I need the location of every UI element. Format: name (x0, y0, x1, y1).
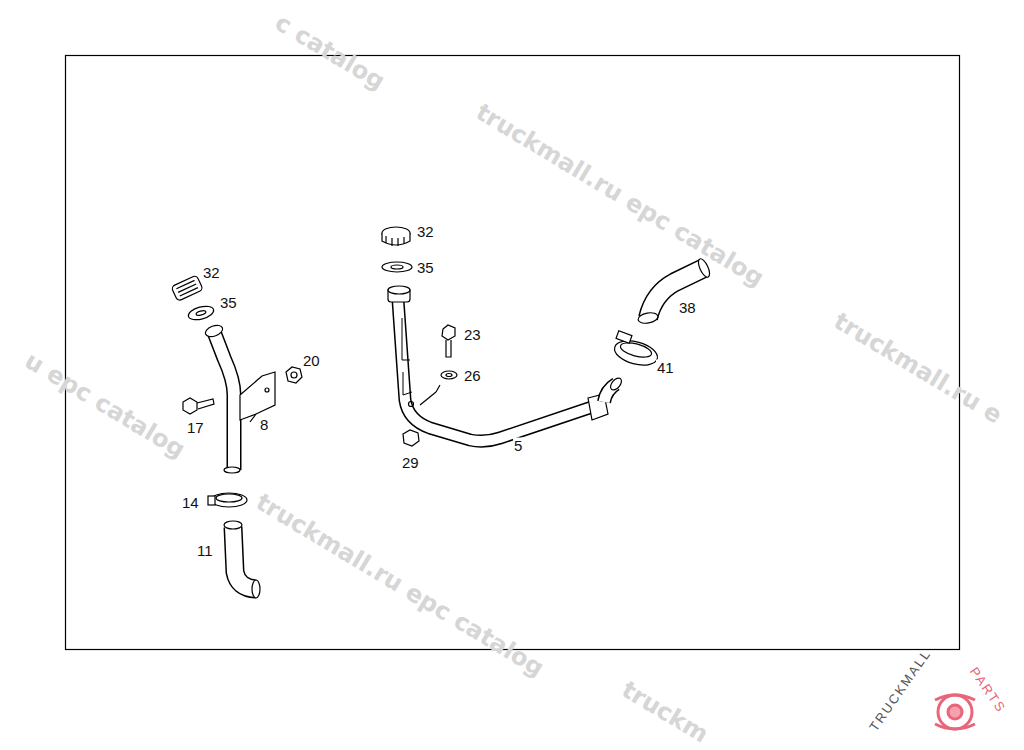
callout-number: 17 (186, 420, 205, 435)
callout-number: 35 (219, 295, 238, 310)
callout-number: 5 (513, 438, 523, 453)
watermark: c catalog (271, 10, 388, 94)
callout-number: 8 (259, 417, 269, 432)
callout-number: 26 (463, 368, 482, 383)
callout-number: 14 (181, 495, 200, 510)
watermark: truckmall.ru e (830, 309, 1006, 428)
callout-number: 41 (656, 360, 675, 375)
watermark: truckmall.ru epc catalog (252, 490, 548, 681)
callout-number: 29 (401, 455, 420, 470)
callout-number: 32 (416, 224, 435, 239)
watermark: u epc catalog (21, 348, 189, 462)
callout-number: 23 (463, 327, 482, 342)
right-filler (382, 227, 712, 446)
logo-text: TRUCKMALL (867, 647, 933, 734)
callout-number: 32 (202, 265, 221, 280)
callout-number: 35 (416, 260, 435, 275)
callout-number: 11 (196, 543, 214, 558)
callout-number: 20 (302, 353, 321, 368)
left-filler (171, 275, 302, 598)
callout-number: 38 (678, 300, 697, 315)
logo-text: PARTS (968, 665, 1009, 715)
logo-gear (935, 695, 975, 729)
frame (66, 56, 960, 650)
watermark: truckmall.ru epc catalog (472, 100, 768, 291)
watermark: truckm (618, 677, 712, 747)
